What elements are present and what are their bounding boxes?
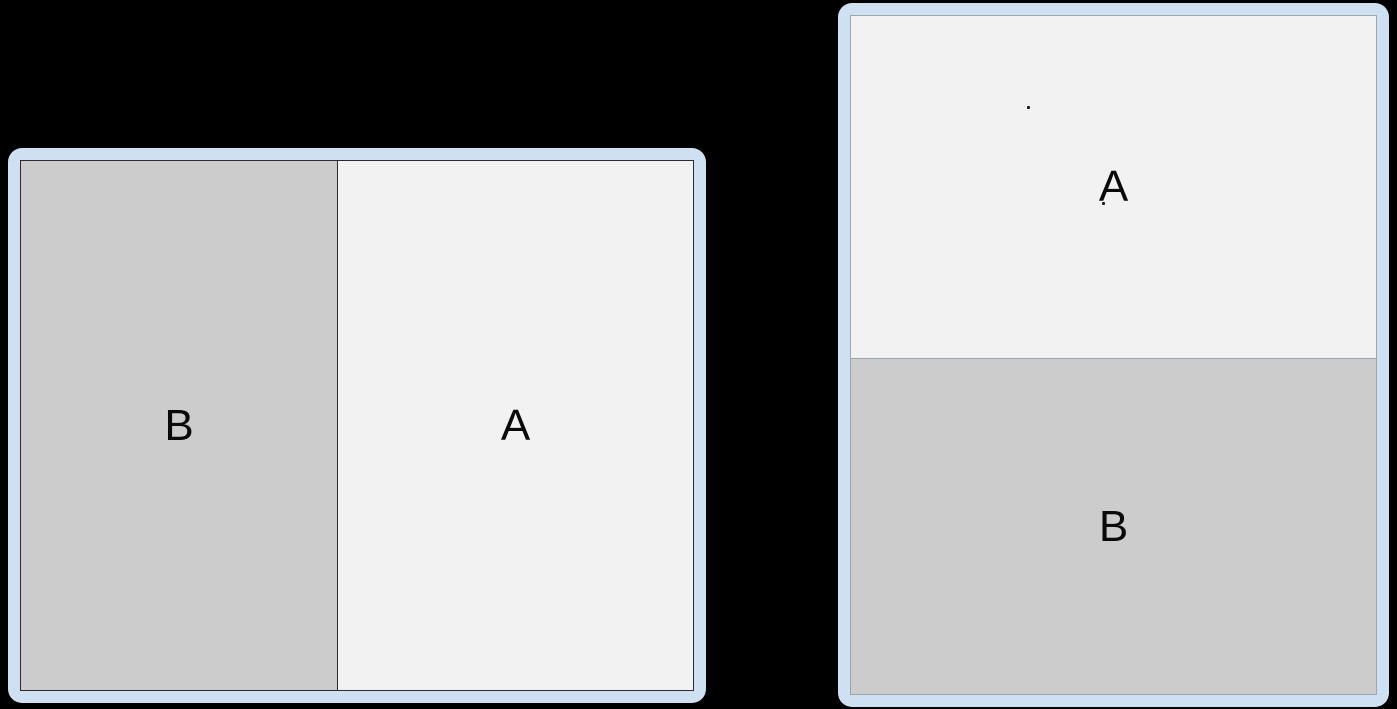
left-panel-region-b[interactable]: B xyxy=(21,161,339,690)
right-panel[interactable]: A B xyxy=(838,3,1389,707)
right-panel-region-b[interactable]: B xyxy=(851,359,1376,694)
right-panel-region-b-label: B xyxy=(1098,501,1129,551)
left-panel-region-a-label: A xyxy=(500,400,531,450)
cursor-speck-left xyxy=(1026,105,1030,109)
right-panel-region-a[interactable]: A xyxy=(851,16,1376,360)
cursor-speck-right xyxy=(1101,202,1105,206)
left-panel-region-b-label: B xyxy=(164,400,194,450)
right-panel-content: A B xyxy=(850,15,1377,695)
left-panel-region-a[interactable]: A xyxy=(338,161,693,690)
left-panel-content: B A xyxy=(20,160,694,691)
left-panel[interactable]: B A xyxy=(8,148,706,703)
